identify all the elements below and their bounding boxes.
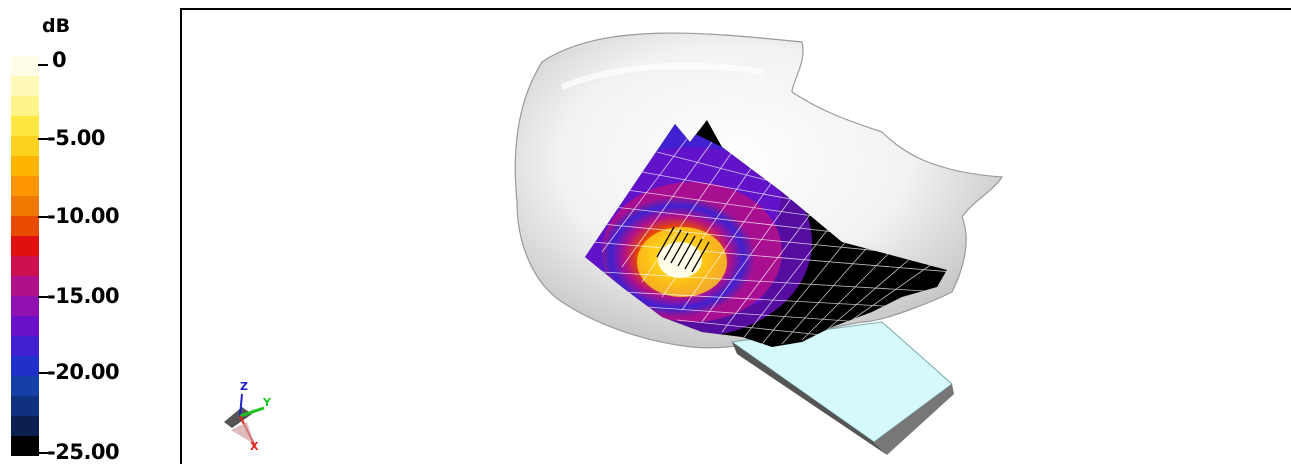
legend-tick — [38, 138, 48, 140]
colorbar-band — [11, 136, 39, 156]
y-axis-label: Y — [263, 396, 271, 409]
colorbar-band — [11, 116, 39, 136]
colorbar-band — [11, 196, 39, 216]
legend-label: -5.00 — [47, 126, 106, 150]
legend-tick — [38, 64, 48, 66]
colorbar-band — [11, 336, 39, 356]
colorbar-band — [11, 236, 39, 256]
3d-scene — [224, 32, 1004, 455]
legend-label: -15.00 — [47, 284, 120, 308]
colorbar-band — [11, 56, 39, 76]
legend-tick — [38, 216, 48, 218]
colorbar-band — [11, 96, 39, 116]
axis-triad — [224, 393, 265, 445]
legend-label: -10.00 — [47, 204, 120, 228]
legend-unit: dB — [42, 15, 71, 37]
colorbar-band — [11, 316, 39, 336]
colorbar — [11, 56, 39, 456]
legend-label: 0 — [52, 48, 67, 72]
colorbar-band — [11, 276, 39, 296]
colorbar-band — [11, 436, 39, 456]
colorbar-band — [11, 76, 39, 96]
3d-viewport[interactable] — [180, 8, 1291, 464]
colorbar-band — [11, 356, 39, 376]
legend-tick — [38, 372, 48, 374]
legend-label: -20.00 — [47, 360, 120, 384]
legend-label: -25.00 — [47, 440, 120, 464]
colorbar-band — [11, 156, 39, 176]
colorbar-band — [11, 256, 39, 276]
colorbar-band — [11, 396, 39, 416]
colorbar-band — [11, 176, 39, 196]
x-axis-label: X — [250, 440, 259, 453]
z-axis-label: Z — [240, 380, 248, 393]
legend-tick — [38, 296, 48, 298]
colorbar-band — [11, 216, 39, 236]
color-legend: dB 0 -5.00 -10.00 -15.00 -20.00 -25.00 — [0, 0, 170, 464]
colorbar-band — [11, 416, 39, 436]
colorbar-band — [11, 296, 39, 316]
legend-tick — [38, 452, 48, 454]
colorbar-band — [11, 376, 39, 396]
